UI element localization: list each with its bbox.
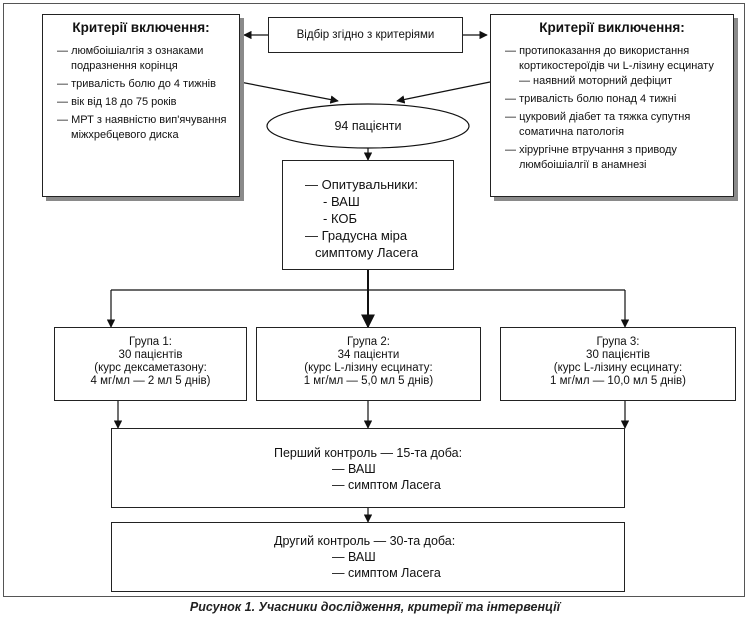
- figure-caption: Рисунок 1. Учасники дослідження, критері…: [189, 600, 561, 614]
- questionnaires-line: симптому Ласега: [315, 245, 419, 260]
- group-title: Група 1:: [128, 336, 172, 348]
- exclusion-item: цукровий діабет та тяжка супутня соматич…: [505, 110, 727, 140]
- group-count: 34 пацієнти: [337, 349, 400, 361]
- group-title: Група 3:: [596, 336, 640, 348]
- control-title: Другий контроль — 30-та доба:: [274, 534, 456, 548]
- questionnaires-line: — Градусна міра: [305, 228, 408, 243]
- inclusion-item: МРТ з наявністю вип'ячування міжхребцево…: [57, 113, 233, 143]
- questionnaires-line: - КОБ: [323, 211, 358, 226]
- group-3-box: Група 3: 30 пацієнтів (курс L-лізину есц…: [500, 327, 736, 401]
- questionnaires-line: — Опитувальники:: [305, 177, 418, 192]
- selection-label: Відбір згідно з критеріями: [296, 29, 435, 41]
- questionnaires-box: — Опитувальники: - ВАШ - КОБ — Градусна …: [282, 160, 454, 270]
- inclusion-item: тривалість болю до 4 тижнів: [57, 77, 233, 92]
- control-item: — ВАШ: [332, 462, 376, 476]
- inclusion-title: Критерії включення:: [72, 20, 210, 35]
- questionnaires-line: - ВАШ: [323, 194, 360, 209]
- control-2-box: Другий контроль — 30-та доба: — ВАШ — си…: [111, 522, 625, 592]
- group-title: Група 2:: [346, 336, 390, 348]
- selection-box: Відбір згідно з критеріями: [268, 17, 463, 53]
- group-2-box: Група 2: 34 пацієнти (курс L-лізину есци…: [256, 327, 481, 401]
- group-dose: 4 мг/мл — 2 мл 5 днів): [90, 375, 211, 387]
- inclusion-criteria-box: Критерії включення: люмбоішіалгія з озна…: [42, 14, 240, 197]
- group-1-box: Група 1: 30 пацієнтів (курс дексаметазон…: [54, 327, 247, 401]
- control-item: — симптом Ласега: [332, 478, 441, 492]
- control-item: — симптом Ласега: [332, 566, 441, 580]
- exclusion-criteria-box: Критерії виключення: протипоказання до в…: [490, 14, 734, 197]
- inclusion-item: вік від 18 до 75 років: [57, 95, 233, 110]
- patients-label: 94 пацієнти: [334, 119, 402, 133]
- inclusion-item: люмбоішіалгія з ознаками подразнення кор…: [57, 44, 233, 74]
- inclusion-list: люмбоішіалгія з ознаками подразнення кор…: [43, 44, 239, 143]
- arrow-exclusion-to-patients: [396, 81, 491, 104]
- group-course: (курс L-лізину есцинату:: [553, 362, 683, 374]
- exclusion-item: протипоказання до використання кортикост…: [505, 44, 727, 89]
- group-course: (курс L-лізину есцинату:: [304, 362, 433, 374]
- group-dose: 1 мг/мл — 10,0 мл 5 днів): [550, 375, 686, 387]
- patients-ellipse: [266, 103, 470, 149]
- control-title: Перший контроль — 15-та доба:: [274, 446, 463, 460]
- control-item: — ВАШ: [332, 550, 376, 564]
- group-course: (курс дексаметазону:: [94, 362, 207, 374]
- group-dose: 1 мг/мл — 5,0 мл 5 днів): [303, 375, 434, 387]
- exclusion-title: Критерії виключення:: [539, 20, 685, 35]
- arrow-inclusion-to-patients: [239, 81, 339, 104]
- control-1-box: Перший контроль — 15-та доба: — ВАШ — си…: [111, 428, 625, 508]
- exclusion-item: тривалість болю понад 4 тижні: [505, 92, 727, 107]
- group-count: 30 пацієнтів: [118, 349, 183, 361]
- exclusion-item: хірургічне втручання з приводу люмбоішіа…: [505, 143, 727, 173]
- group-count: 30 пацієнтів: [586, 349, 650, 361]
- exclusion-list: протипоказання до використання кортикост…: [491, 44, 733, 173]
- figure-frame: [3, 3, 745, 597]
- patients-node: 94 пацієнти: [267, 104, 469, 148]
